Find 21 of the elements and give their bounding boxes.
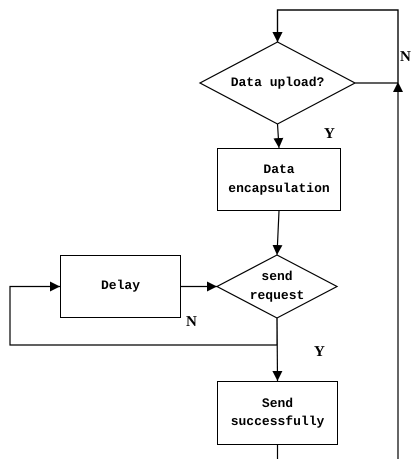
edge-label: N: [400, 50, 411, 65]
flow-arrow: [272, 9, 403, 459]
connector-line: [276, 445, 278, 459]
node-text: Delay: [100, 277, 140, 296]
flow-arrow: [273, 124, 284, 148]
flow-arrow: [181, 282, 217, 292]
edge-label: Y: [314, 345, 325, 360]
edge-label: N: [186, 315, 197, 330]
process-box: [60, 255, 181, 318]
process-box: [217, 381, 338, 445]
flow-arrow: [272, 210, 282, 256]
node-text: send request: [248, 268, 306, 304]
decision-diamond: [200, 42, 355, 124]
edge-label: Y: [324, 127, 335, 142]
flow-arrow: [9, 282, 278, 346]
node-text: Data upload?: [230, 74, 324, 92]
decision-diamond: [217, 255, 337, 318]
process-box: [217, 148, 341, 211]
node-text: Data encapsulation: [227, 161, 331, 198]
flow-arrow: [272, 318, 282, 381]
node-text: Send successfully: [230, 394, 326, 431]
